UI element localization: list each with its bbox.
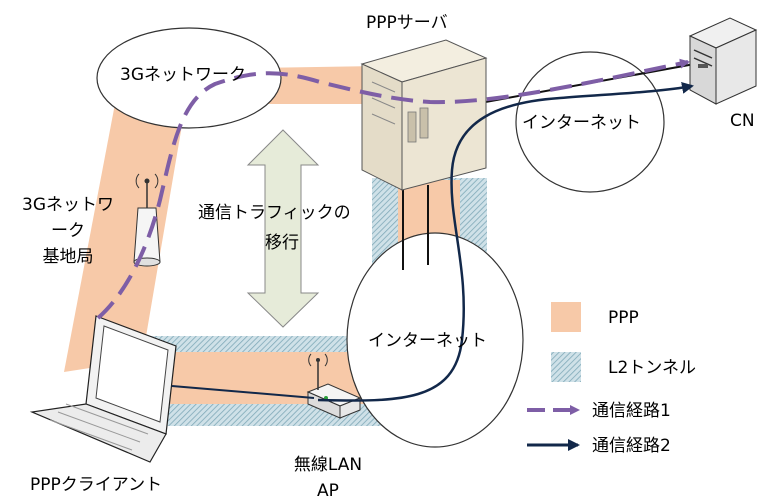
legend-route2-label: 通信経路2	[592, 436, 671, 456]
legend-route1-label: 通信経路1	[592, 401, 671, 421]
internet-cloud-top	[515, 51, 665, 193]
traffic-transition-arrow	[246, 129, 320, 328]
network-3g-cloud	[96, 27, 282, 129]
ppp-client-label: PPPクライアント	[30, 475, 162, 495]
cn-label: CN	[730, 111, 755, 131]
legend-tunnel-swatch	[551, 352, 581, 382]
route2-path	[317, 81, 694, 402]
traffic-transition-label-line2: 移行	[265, 233, 299, 253]
server-icon	[360, 39, 488, 191]
internet-top-label: インターネット	[522, 113, 641, 133]
internet-center-label: インターネット	[368, 331, 487, 351]
wlan-ap-label-line2: AP	[317, 481, 339, 501]
legend: PPP L2トンネル 通信経路1 通信経路2	[527, 302, 696, 456]
ppp-server-label: PPPサーバ	[366, 13, 448, 33]
base-station-label-line1: 3Gネットワ	[22, 195, 114, 215]
traffic-transition-label-line1: 通信トラフィックの	[198, 203, 351, 223]
laptop-to-ap-line	[171, 385, 315, 399]
ppp-band-3g	[64, 78, 190, 372]
legend-ppp-swatch	[551, 302, 581, 332]
base-station-label-line2: ーク	[51, 221, 85, 241]
legend-tunnel-label: L2トンネル	[608, 358, 696, 378]
laptop-icon	[29, 315, 177, 463]
legend-ppp-label: PPP	[608, 308, 639, 328]
internet-cloud-center	[346, 232, 524, 448]
base-station-label-line3: 基地局	[43, 247, 94, 267]
wlan-ap-label-line1: 無線LAN	[294, 455, 362, 475]
network-3g-label: 3Gネットワーク	[120, 65, 246, 85]
route1-path	[96, 58, 690, 320]
cn-computer-icon	[688, 17, 758, 105]
